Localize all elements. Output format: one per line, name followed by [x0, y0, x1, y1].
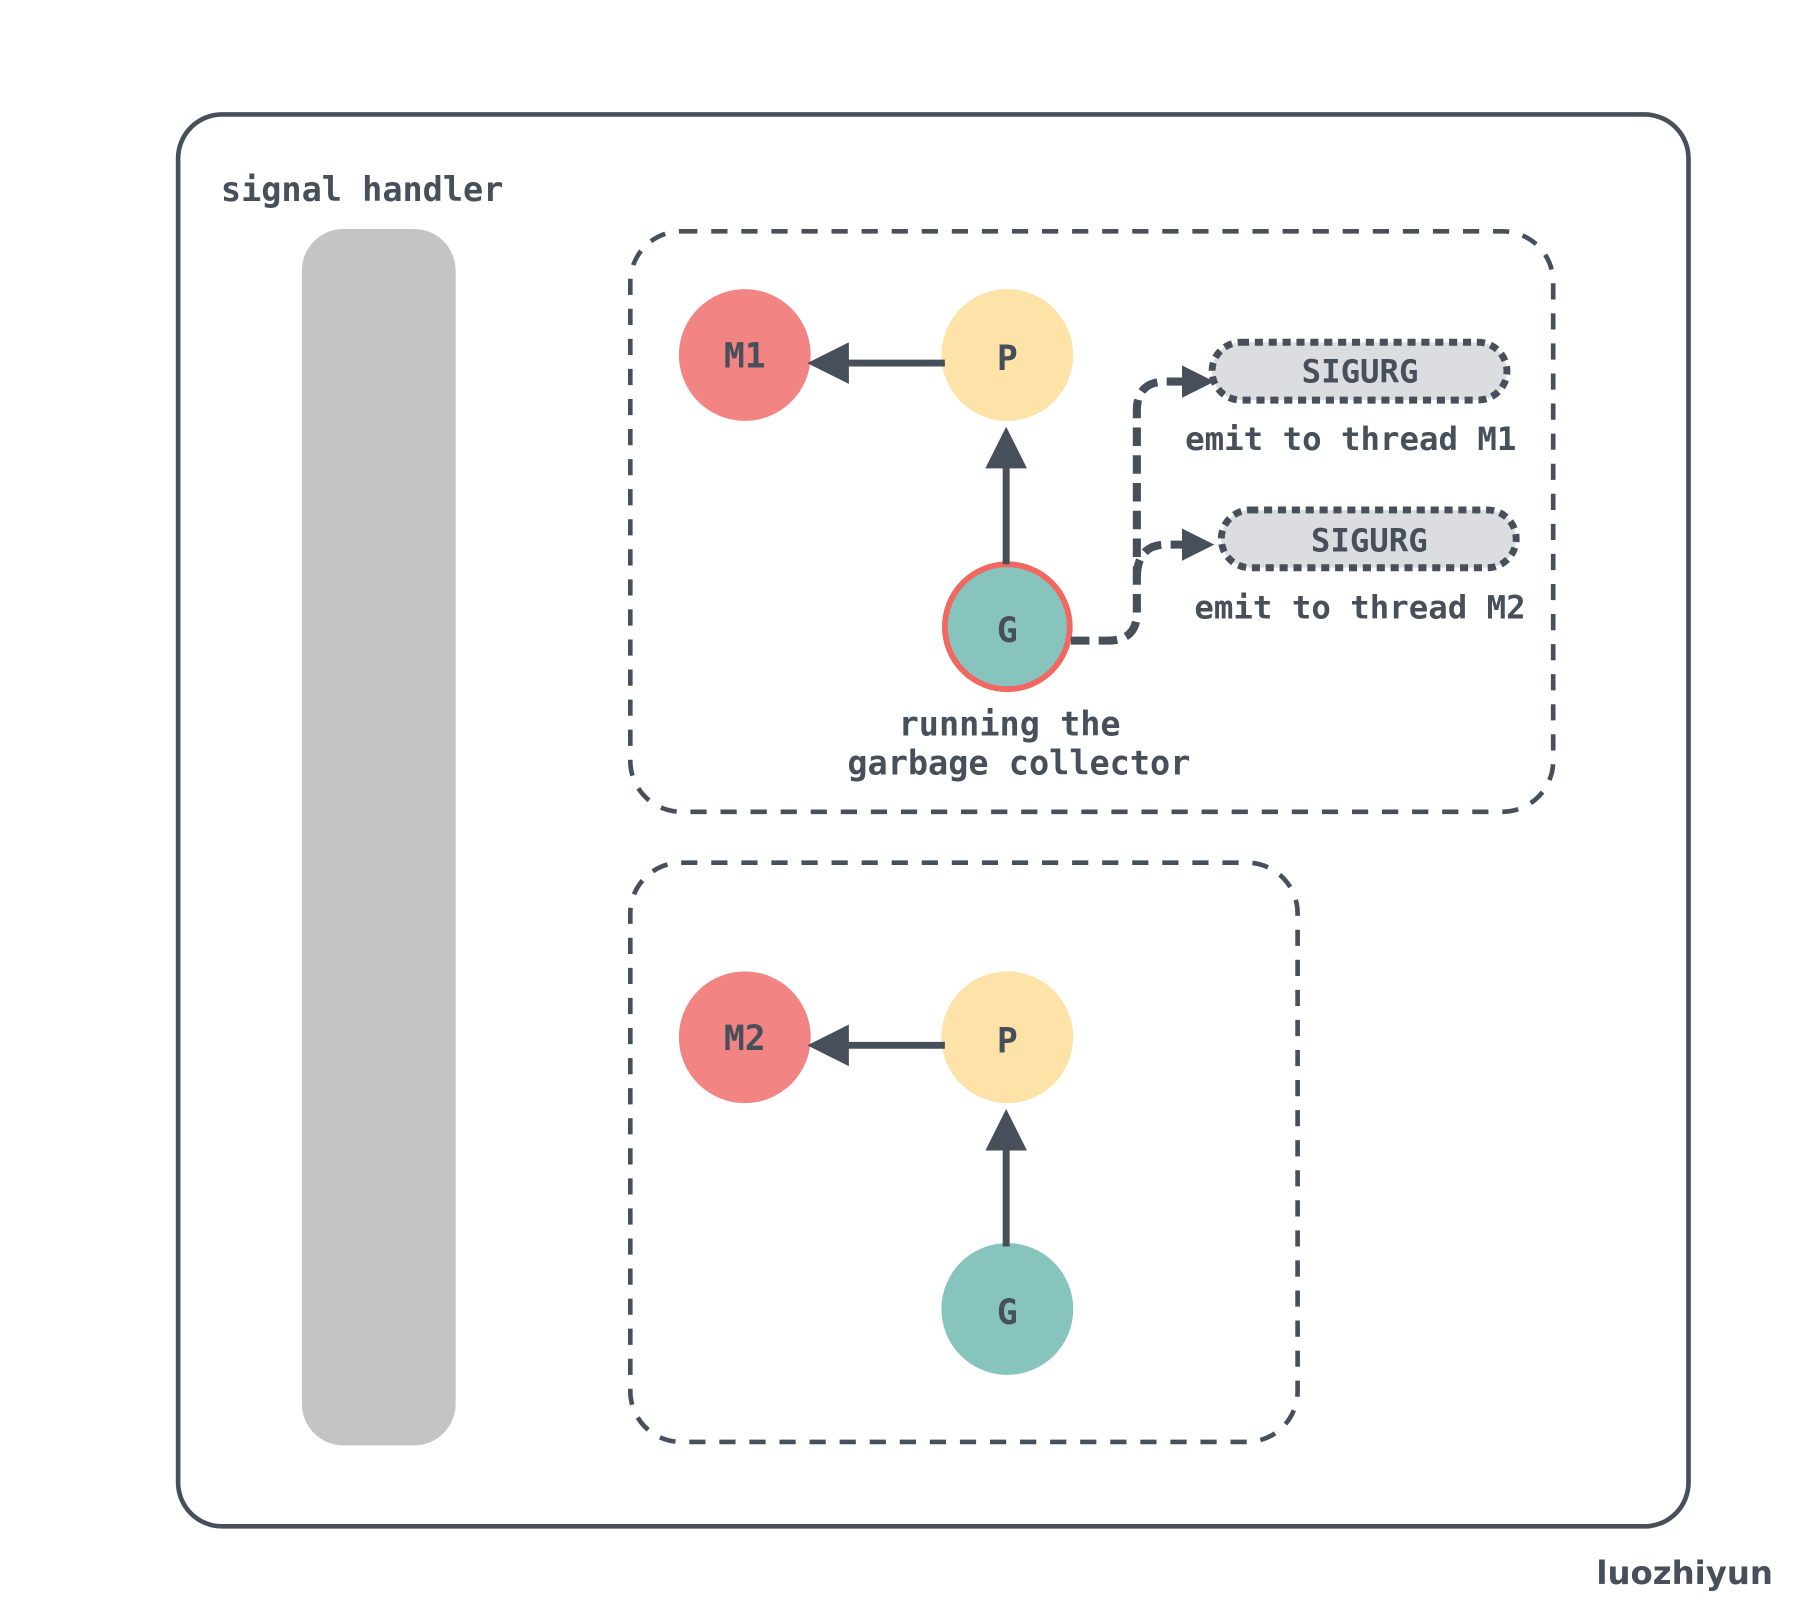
thread2-p-label: P	[997, 1021, 1018, 1061]
sigurg-label-m2: SIGURG	[1311, 522, 1428, 560]
sigurg-box-m1: SIGURG	[1208, 338, 1511, 404]
thread1-group	[627, 228, 1556, 815]
emit-caption-m2: emit to thread M2	[1194, 589, 1525, 627]
outer-frame	[175, 112, 1691, 1529]
watermark: luozhiyun	[1596, 1554, 1773, 1592]
thread1-g-label: G	[997, 611, 1018, 651]
emit-caption-m1: emit to thread M1	[1185, 420, 1516, 458]
sigurg-box-m2: SIGURG	[1217, 506, 1520, 572]
thread2-m-label: M2	[724, 1019, 766, 1059]
thread1-p-label: P	[997, 339, 1018, 379]
thread1-g-node: G	[941, 561, 1073, 693]
gc-caption-line2: garbage collector	[847, 744, 1190, 783]
signal-handler-label: signal handler	[221, 170, 504, 209]
sigurg-label-m1: SIGURG	[1302, 353, 1419, 391]
gc-caption-line1: running the	[899, 704, 1121, 743]
thread2-g-label: G	[997, 1293, 1018, 1333]
signal-handler-bar	[301, 228, 456, 1446]
signal-path-to-m1	[1070, 365, 1215, 645]
thread2-g-node: G	[941, 1243, 1074, 1375]
thread1-m-label: M1	[724, 337, 766, 377]
thread1-m-node: M1	[678, 289, 811, 421]
thread2-p-node: P	[941, 971, 1074, 1104]
thread2-group	[627, 860, 1300, 1445]
thread2-m-node: M2	[678, 971, 811, 1104]
signal-path-to-m2	[1132, 528, 1215, 579]
thread1-p-node: P	[941, 289, 1074, 421]
